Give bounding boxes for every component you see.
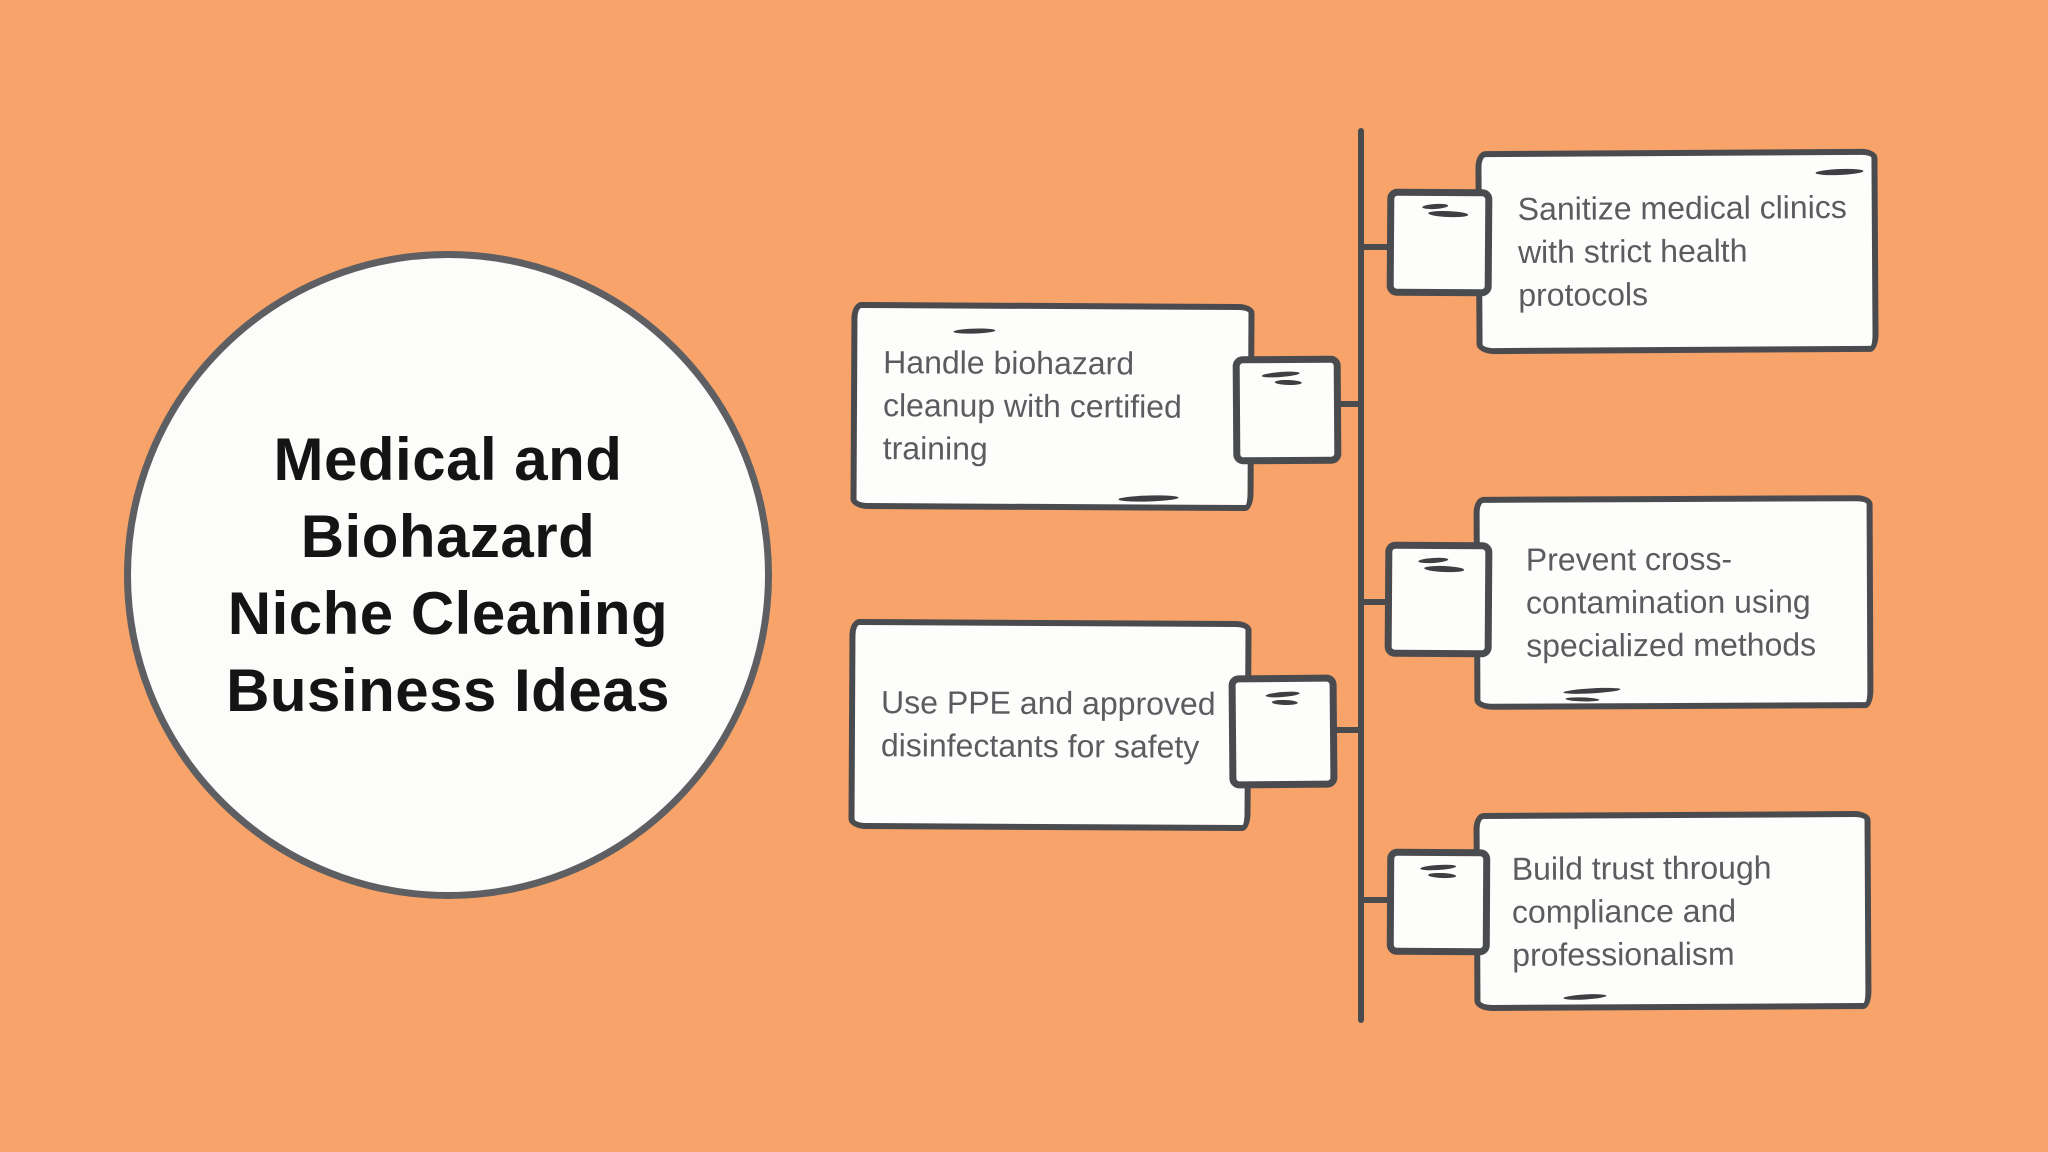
- scribble-mark: [1563, 993, 1607, 1001]
- title-line: Business Ideas: [226, 657, 670, 724]
- node-text-line: Use PPE and approved: [881, 684, 1216, 722]
- scribble-mark: [1815, 168, 1864, 176]
- node-text-line: disinfectants for safety: [880, 727, 1200, 765]
- node-text-line: specialized methods: [1526, 626, 1817, 664]
- node-card-ppe-disinfectants: Use PPE and approved disinfectants for s…: [848, 618, 1252, 832]
- node-text-line: cleanup with certified: [882, 387, 1182, 425]
- node-connector-square: [1384, 541, 1493, 658]
- scribble-mark: [1118, 494, 1179, 503]
- node-text-line: professionalism: [1512, 935, 1735, 973]
- scribble-mark: [1274, 379, 1302, 386]
- node-card-biohazard-cleanup: Handle biohazard cleanup with certified …: [850, 301, 1255, 512]
- branch-line-ppe: [1331, 727, 1364, 733]
- node-text-line: training: [882, 430, 988, 467]
- scribble-mark: [1422, 203, 1449, 210]
- branch-line-sanitize: [1361, 244, 1393, 250]
- scribble-mark: [1424, 565, 1465, 573]
- scribble-mark: [1565, 696, 1600, 702]
- node-text-line: Handle biohazard: [883, 344, 1135, 382]
- scribble-mark: [1261, 370, 1300, 379]
- node-text-line: with strict health: [1517, 232, 1748, 270]
- branch-line-contamination: [1361, 599, 1393, 605]
- node-connector-square: [1386, 848, 1491, 956]
- scribble-mark: [1428, 210, 1469, 218]
- node-text-line: protocols: [1518, 276, 1649, 313]
- node-text-line: Sanitize medical clinics: [1517, 188, 1847, 227]
- node-card-sanitize-clinics: Sanitize medical clinics with strict hea…: [1475, 148, 1879, 355]
- title-line: Biohazard: [300, 503, 596, 570]
- tree-trunk-line: [1358, 128, 1364, 1023]
- node-connector-square: [1228, 674, 1338, 789]
- scribble-mark: [953, 327, 996, 335]
- branch-line-biohazard: [1334, 401, 1364, 407]
- scribble-mark: [1428, 872, 1457, 879]
- scribble-mark: [1420, 863, 1457, 872]
- scribble-mark: [1563, 686, 1621, 695]
- node-text-line: compliance and: [1511, 892, 1737, 930]
- node-text-line: Prevent cross-: [1525, 540, 1733, 578]
- scribble-mark: [1271, 699, 1298, 706]
- node-connector-square: [1386, 188, 1493, 297]
- title-line: Niche Cleaning: [227, 580, 669, 647]
- node-text-line: Build trust through: [1511, 848, 1772, 887]
- scribble-mark: [1265, 690, 1300, 699]
- scribble-mark: [1418, 557, 1449, 564]
- central-topic-circle: Medical and Biohazard Niche Cleaning Bus…: [124, 251, 772, 899]
- central-topic-title: Medical and Biohazard Niche Cleaning Bus…: [226, 421, 670, 729]
- node-text-line: contamination using: [1525, 583, 1811, 621]
- node-connector-square: [1232, 355, 1342, 465]
- node-card-cross-contamination: Prevent cross- contamination using speci…: [1473, 495, 1874, 710]
- node-card-trust-compliance: Build trust through compliance and profe…: [1473, 810, 1872, 1012]
- title-line: Medical and: [273, 426, 623, 493]
- branch-line-trust: [1361, 897, 1393, 903]
